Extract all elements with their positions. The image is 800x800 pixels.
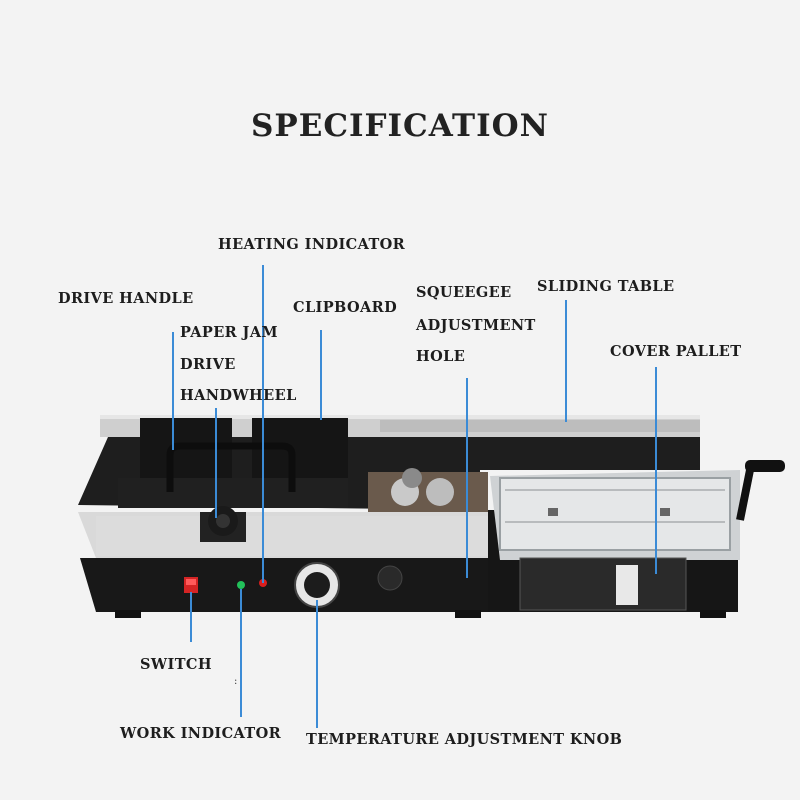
- temperature-knob-leader: [316, 600, 318, 728]
- label-squeegee-line3: HOLE: [416, 348, 466, 365]
- label-cover-pallet: COVER PALLET: [610, 343, 742, 360]
- stray-mark: :: [234, 676, 238, 687]
- work-indicator-leader: [240, 589, 242, 717]
- drive-handle-leader: [172, 332, 174, 450]
- page-title: SPECIFICATION: [251, 108, 549, 144]
- clipboard-leader: [320, 330, 322, 420]
- paper-jam-handwheel-leader: [215, 408, 217, 518]
- squeegee-hole-leader: [466, 378, 468, 578]
- label-heating-indicator: HEATING INDICATOR: [218, 236, 406, 253]
- heating-indicator-leader: [262, 265, 264, 583]
- label-clipboard: CLIPBOARD: [293, 299, 398, 316]
- label-sliding-table: SLIDING TABLE: [537, 278, 675, 295]
- label-squeegee-line2: ADJUSTMENT: [416, 317, 536, 334]
- cover-pallet-leader: [655, 367, 657, 574]
- label-squeegee-line1: SQUEEGEE: [416, 284, 512, 301]
- label-work-indicator: WORK INDICATOR: [120, 725, 282, 742]
- label-paper-jam-line3: HANDWHEEL: [180, 387, 297, 404]
- label-drive-handle: DRIVE HANDLE: [58, 290, 194, 307]
- sliding-table-leader: [565, 300, 567, 422]
- label-switch: SWITCH: [140, 656, 212, 673]
- switch-leader: [190, 592, 192, 642]
- label-temperature-knob: TEMPERATURE ADJUSTMENT KNOB: [306, 731, 623, 748]
- label-paper-jam-line1: PAPER JAM: [180, 324, 278, 341]
- label-paper-jam-line2: DRIVE: [180, 356, 236, 373]
